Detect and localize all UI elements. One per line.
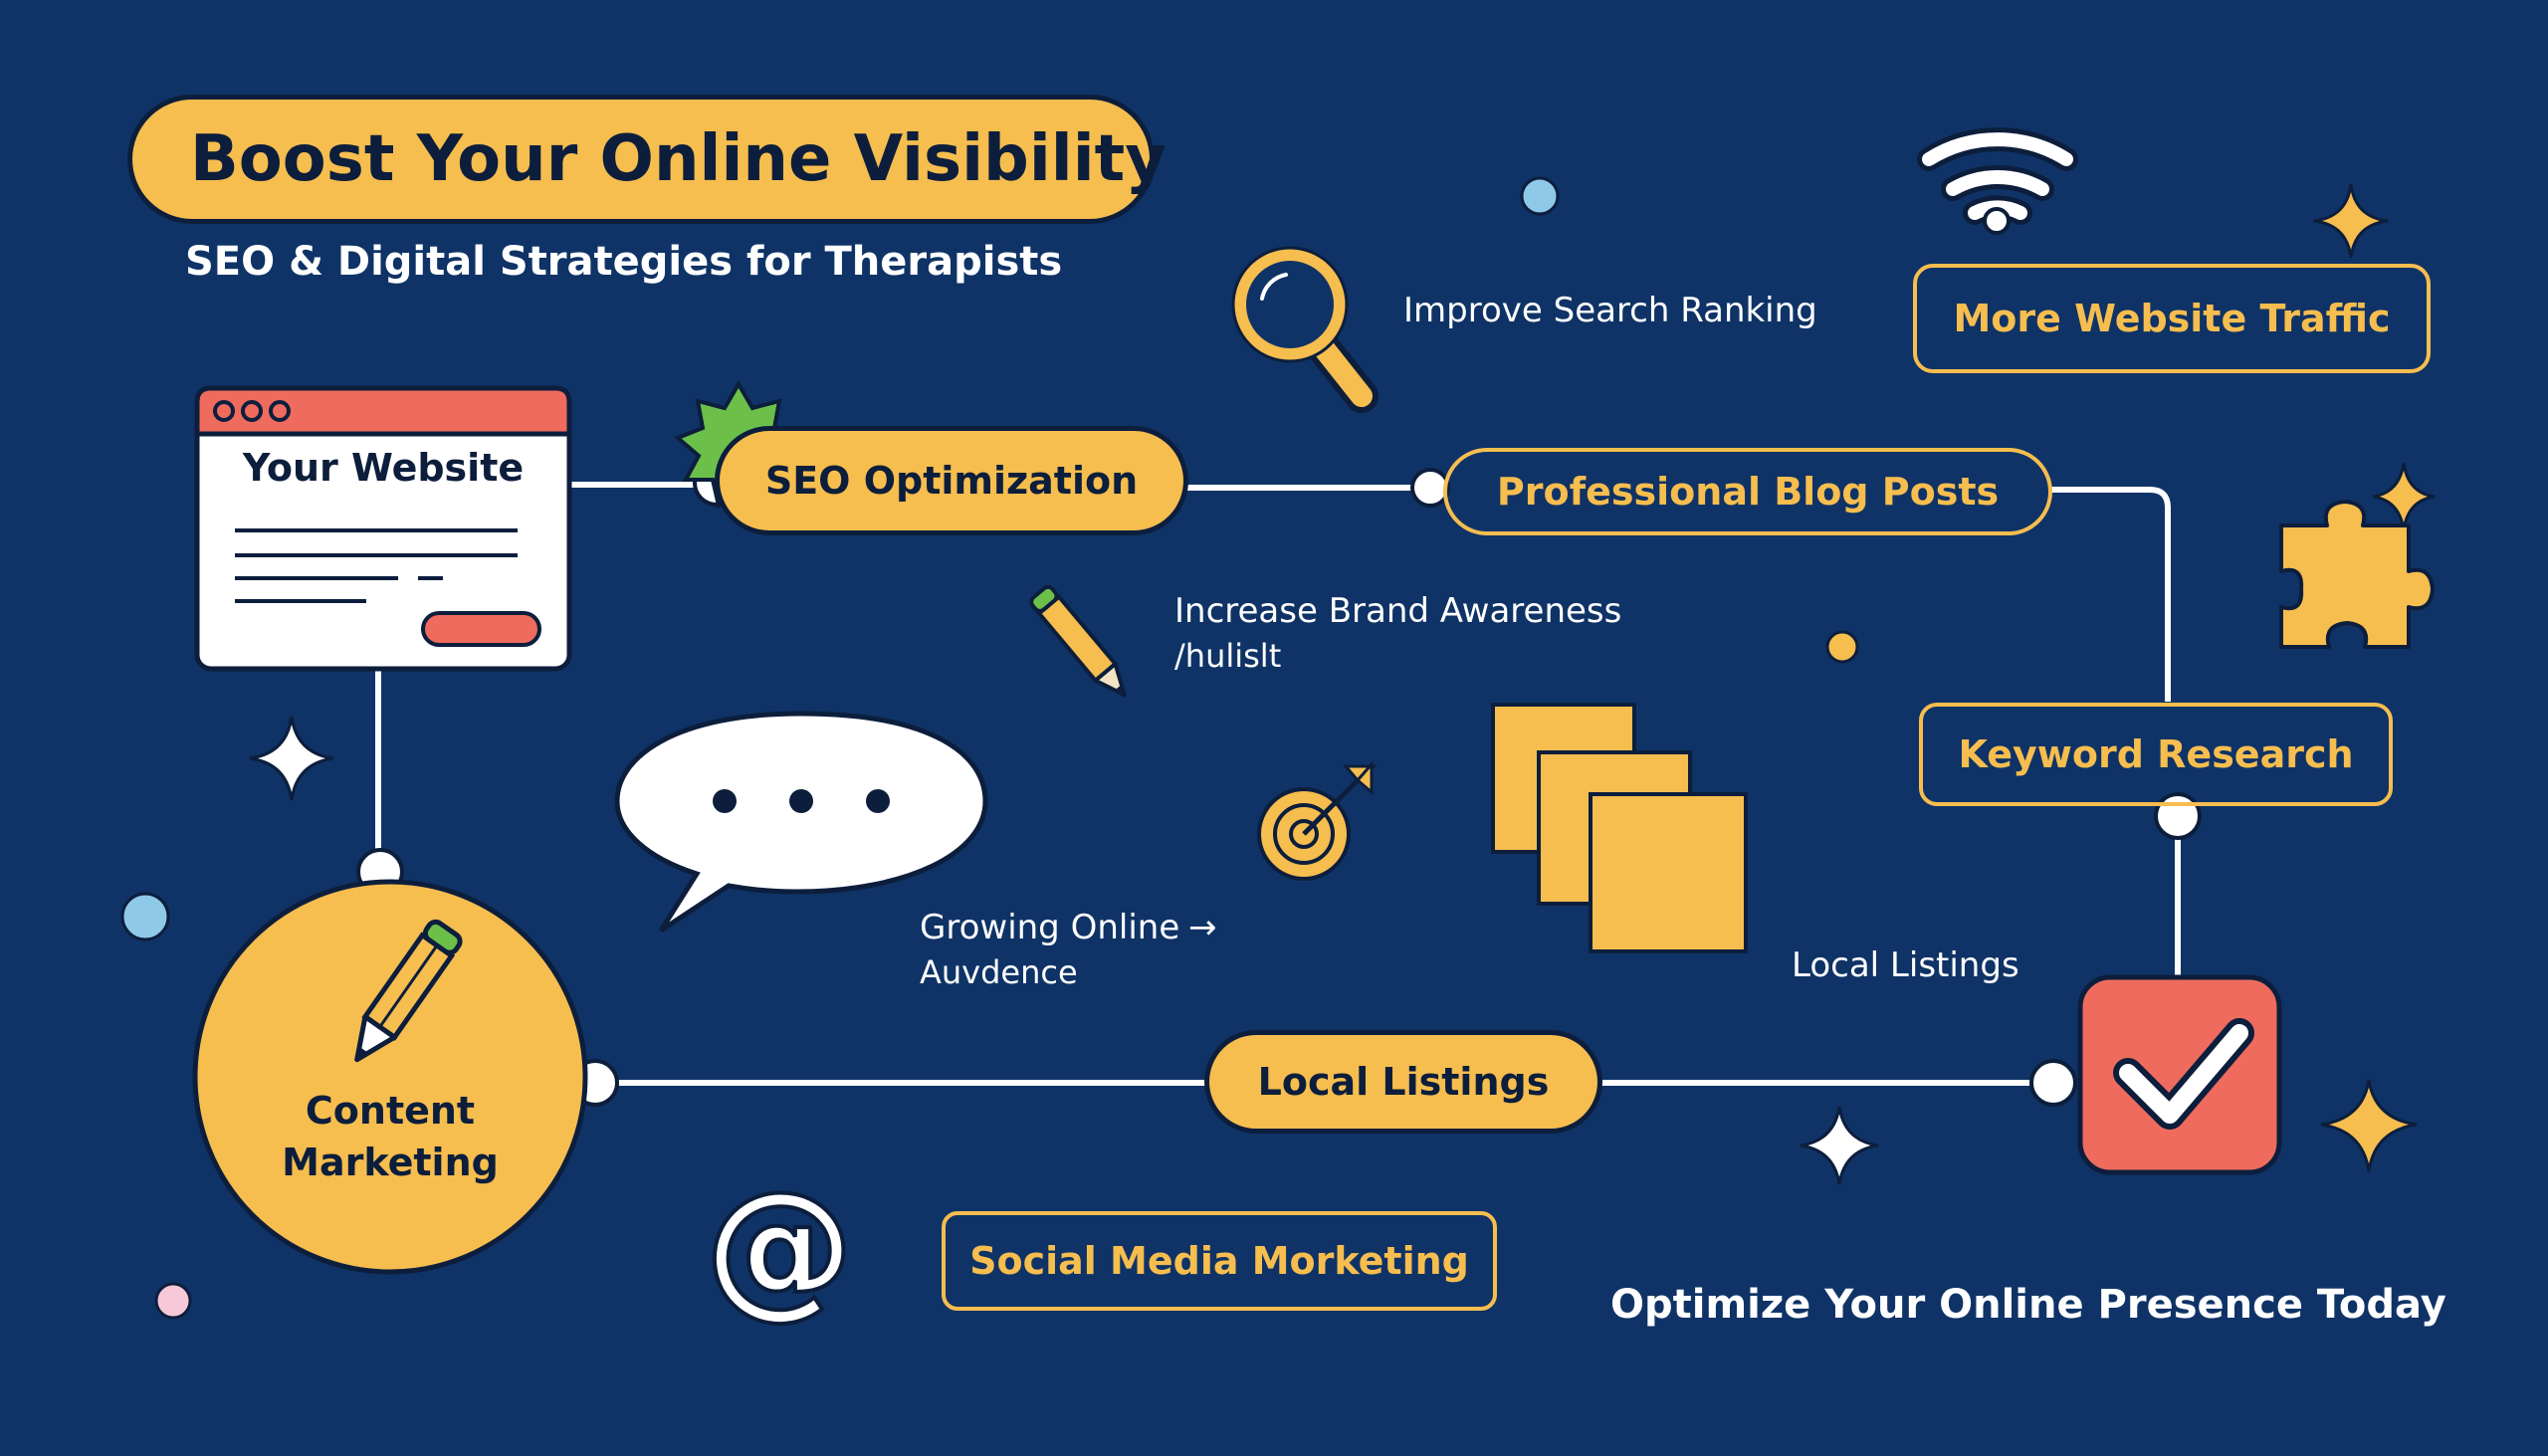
seo-optimization-label: SEO Optimization [764, 459, 1139, 503]
content-marketing-line-1: Content [305, 1089, 476, 1133]
blog-posts-label: Professional Blog Posts [1496, 470, 2000, 514]
sparkle-icon [2320, 1079, 2418, 1172]
local-listings-pill: Local Listings [1204, 1030, 1602, 1134]
puzzle-icon [2279, 500, 2435, 649]
brand-awareness-sublabel: /hulislt [1174, 637, 1282, 675]
pencil-icon [354, 919, 463, 1063]
seo-optimization-pill: SEO Optimization [715, 426, 1188, 535]
social-media-label: Social Media Morketing [969, 1239, 1469, 1283]
content-marketing-label: Content Marketing [195, 1085, 585, 1188]
growing-online-arrow-icon: → [1188, 908, 1217, 947]
pencil-icon [1029, 584, 1127, 698]
page-subtitle: SEO & Digital Strategies for Therapists [185, 239, 1063, 285]
decorative-dots [120, 176, 1859, 1320]
browser-window-icon [194, 385, 572, 672]
speech-bubble-icon [614, 711, 988, 934]
content-marketing-line-2: Marketing [282, 1141, 499, 1184]
sparkle-icon [2372, 462, 2436, 531]
magnifier-icon [1231, 246, 1379, 413]
local-listings-label: Local Listings [1792, 945, 2019, 985]
connector-blog-keyword [2050, 487, 2171, 702]
content-marketing-circle [192, 879, 588, 1275]
brand-awareness-label: Increase Brand Awareness [1174, 591, 1622, 631]
dot-decor [154, 1282, 192, 1320]
dot-decor [1825, 630, 1859, 664]
wifi-icon [1917, 127, 2078, 235]
footer-tagline: Optimize Your Online Presence Today [1610, 1282, 2446, 1328]
keyword-research-label: Keyword Research [1958, 732, 2354, 776]
your-website-label: Your Website [242, 446, 525, 490]
local-listings-pill-label: Local Listings [1257, 1060, 1550, 1104]
sparkle-icon [2313, 183, 2389, 259]
blog-posts-pill: Professional Blog Posts [1443, 448, 2052, 535]
growing-online-label: Growing Online [920, 908, 1180, 947]
dot-decor [1520, 176, 1560, 216]
sparkle-icon [1800, 1106, 1879, 1185]
stacked-notes-icon [1491, 703, 1748, 953]
website-traffic-box: More Website Traffic [1913, 264, 2431, 373]
search-ranking-label: Improve Search Ranking [1403, 291, 1817, 330]
at-sign-icon: @ [703, 1160, 856, 1334]
connectors [375, 482, 2181, 1086]
growing-online-sublabel: Auvdence [920, 953, 1078, 991]
website-traffic-label: More Website Traffic [1953, 297, 2391, 340]
node-dot [2029, 1059, 2077, 1107]
sparkle-icon [249, 716, 334, 801]
social-media-box: Social Media Morketing [942, 1211, 1497, 1311]
checkmark-icon [2077, 974, 2282, 1175]
dot-decor [120, 892, 170, 941]
page-title: Boost Your Online Visibility [190, 122, 1167, 196]
target-icon [1257, 760, 1378, 881]
keyword-research-box: Keyword Research [1919, 703, 2393, 806]
title-banner: Boost Your Online Visibility [127, 95, 1167, 224]
